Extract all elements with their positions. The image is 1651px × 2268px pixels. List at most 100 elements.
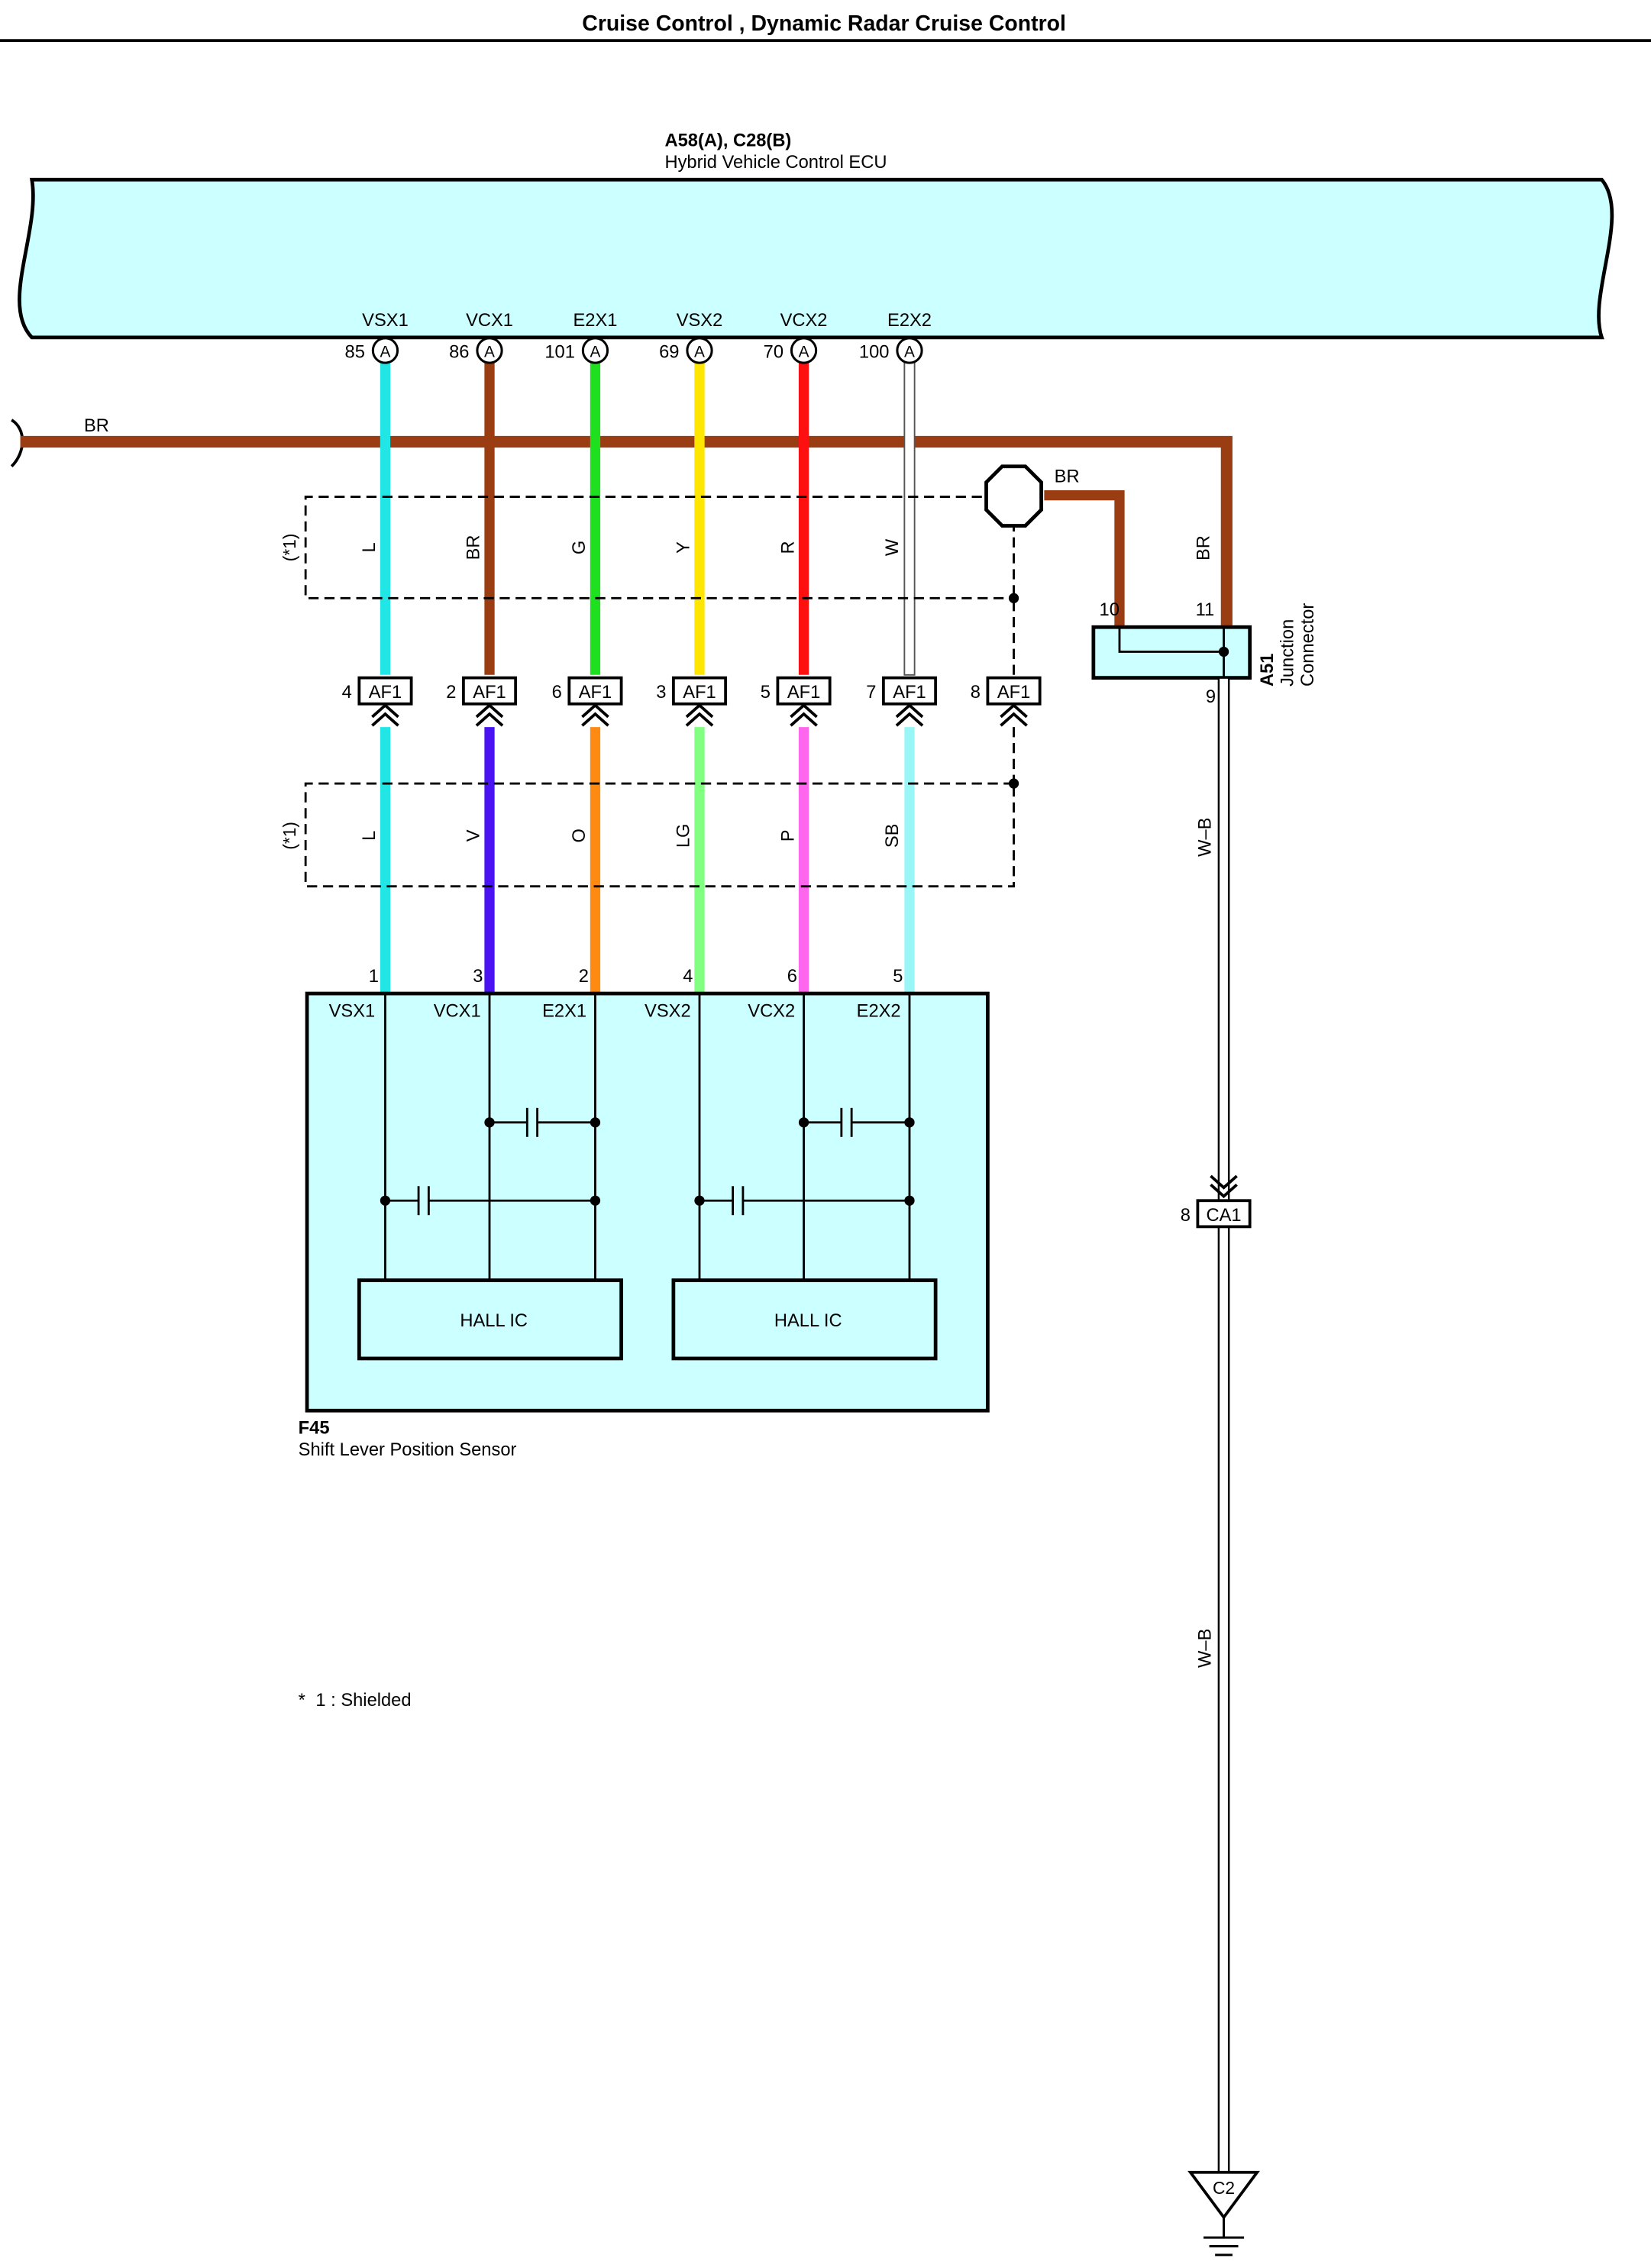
ecu-pin-name: E2X1 xyxy=(573,311,617,331)
junction-name-line2: Connector xyxy=(1298,603,1318,687)
br-bus-label: BR xyxy=(84,416,109,436)
sensor-pin-name: VSX2 xyxy=(645,1001,691,1021)
circuit-node xyxy=(380,1195,391,1206)
lower-wires xyxy=(380,727,915,994)
lower-shield: (*1) xyxy=(279,727,1019,888)
ecu-name: Hybrid Vehicle Control ECU xyxy=(664,153,887,173)
splice-wire-label: BR xyxy=(1055,467,1080,487)
connector-letter: A xyxy=(694,344,705,361)
chevron-up-icon xyxy=(1000,703,1028,719)
br-ground-bus xyxy=(20,435,1233,628)
circuit-node xyxy=(904,1117,915,1128)
af1-name: AF1 xyxy=(893,683,926,703)
af1-name: AF1 xyxy=(787,683,820,703)
ground-point-label: C2 xyxy=(1213,2178,1235,2198)
junction-connector: 10 11 9 A51 Junction Connector xyxy=(1091,600,1318,707)
wire-color-label: P xyxy=(778,829,798,842)
upper-shield: (*1) xyxy=(279,496,1019,675)
wire-color-label: L xyxy=(360,542,380,552)
shield-dashed-outline xyxy=(304,496,1014,599)
af1-pin: 3 xyxy=(656,683,666,703)
sensor-pin-name: E2X2 xyxy=(857,1001,901,1021)
hall-ic-2 xyxy=(671,1278,938,1361)
junction-pin-11: 11 xyxy=(1196,600,1215,620)
connector-letter: A xyxy=(590,344,600,361)
chevron-up-icon xyxy=(790,712,818,727)
af1-connector: 3 AF1 xyxy=(656,676,728,727)
af1-connector: 6 AF1 xyxy=(552,676,623,727)
chevron-up-icon xyxy=(685,712,714,727)
sensor-circuit-channel-1 xyxy=(384,993,596,1281)
af1-pin: 4 xyxy=(342,683,352,703)
wire-w-b xyxy=(1217,677,1230,2174)
circuit-node xyxy=(590,1195,601,1206)
ecu-pin-number: 70 xyxy=(764,342,783,362)
af1-connector: 4 AF1 xyxy=(342,676,413,727)
junction-name-line1: Junction xyxy=(1278,619,1298,687)
chevron-up-icon xyxy=(581,712,609,727)
shield-note-label: (*1) xyxy=(279,822,299,850)
ecu-pin-vsx1: 85 A xyxy=(345,337,399,364)
ecu-pin-vcx1: 86 A xyxy=(449,337,503,364)
ground-point-c2 xyxy=(1187,2170,1260,2220)
af1-name: AF1 xyxy=(683,683,716,703)
connector-circle xyxy=(476,337,503,364)
af1-connector: 2 AF1 xyxy=(446,676,518,727)
sensor-pin-name: E2X1 xyxy=(542,1001,586,1021)
shift-lever-sensor: 1 3 2 4 6 5 VSX1 VCX1 E2X1 VSX2 VCX2 E2X… xyxy=(305,967,990,1413)
sensor-pin-number: 5 xyxy=(893,967,903,987)
connector-circle xyxy=(581,337,609,364)
splice-br-wire xyxy=(1044,490,1125,628)
connector-circle xyxy=(686,337,713,364)
chevron-up-icon xyxy=(475,703,504,719)
sensor-pin-number: 2 xyxy=(579,967,589,987)
sensor-pin-name: VCX1 xyxy=(434,1001,481,1021)
sensor-code: F45 xyxy=(299,1419,330,1439)
sensor-pin-number: 3 xyxy=(473,967,483,987)
hall-ic-label: HALL IC xyxy=(460,1311,528,1331)
chevron-up-icon xyxy=(581,703,609,719)
ecu-pin-name: VCX1 xyxy=(466,311,513,331)
ecu-pin-e2x2: 100 A xyxy=(859,337,923,364)
sensor-pin-number: 1 xyxy=(369,967,379,987)
footnote-text: 1 : Shielded xyxy=(315,1691,411,1711)
af1-connector: 7 AF1 xyxy=(866,676,938,727)
shield-junction-dot xyxy=(1008,593,1019,603)
ecu-pin-name: E2X2 xyxy=(887,311,932,331)
hall-ic-1 xyxy=(357,1278,623,1361)
ecu-pin-number: 100 xyxy=(859,342,890,362)
wire-color-label: L xyxy=(360,831,380,841)
ecu-pin-name: VCX2 xyxy=(780,311,828,331)
circuit-node xyxy=(484,1117,495,1128)
wire-w-b-label-lower: W–B xyxy=(1195,1629,1215,1668)
af1-pin: 7 xyxy=(866,683,876,703)
chevron-up-icon xyxy=(1000,712,1028,727)
junction-code: A51 xyxy=(1258,654,1278,687)
ecu-pin-e2x1: 101 A xyxy=(544,337,609,364)
wire-color-label: R xyxy=(778,541,798,554)
wire-color-label: Y xyxy=(674,541,694,554)
wire-upper-w xyxy=(903,361,916,676)
ecu-pin-vsx2: 69 A xyxy=(659,337,713,364)
wire-color-label: SB xyxy=(883,824,903,848)
connector-circle xyxy=(371,337,399,364)
af1-connector-row: 4 AF1 2 AF1 6 AF1 3 AF1 5 xyxy=(342,676,1042,727)
ecu-pin-number: 86 xyxy=(449,342,469,362)
af1-pin: 2 xyxy=(446,683,456,703)
wire-color-label: O xyxy=(570,829,590,842)
af1-pin: 8 xyxy=(971,683,981,703)
sensor-circuit-channel-2 xyxy=(698,993,911,1281)
hall-ic-label: HALL IC xyxy=(774,1311,842,1331)
splice-point xyxy=(984,464,1043,528)
junction-pin-9: 9 xyxy=(1206,687,1216,707)
circuit-node xyxy=(694,1195,705,1206)
af1-name: AF1 xyxy=(997,683,1030,703)
ecu-pin-vcx2: 70 A xyxy=(764,337,818,364)
wire-w-b-label-upper: W–B xyxy=(1195,818,1215,857)
wire-color-label: W xyxy=(883,538,903,556)
chevron-up-icon xyxy=(371,703,399,719)
shield-dashed-outline xyxy=(304,782,1015,888)
connector-letter: A xyxy=(799,344,809,361)
chevron-up-icon xyxy=(895,703,924,719)
af1-name: AF1 xyxy=(579,683,612,703)
